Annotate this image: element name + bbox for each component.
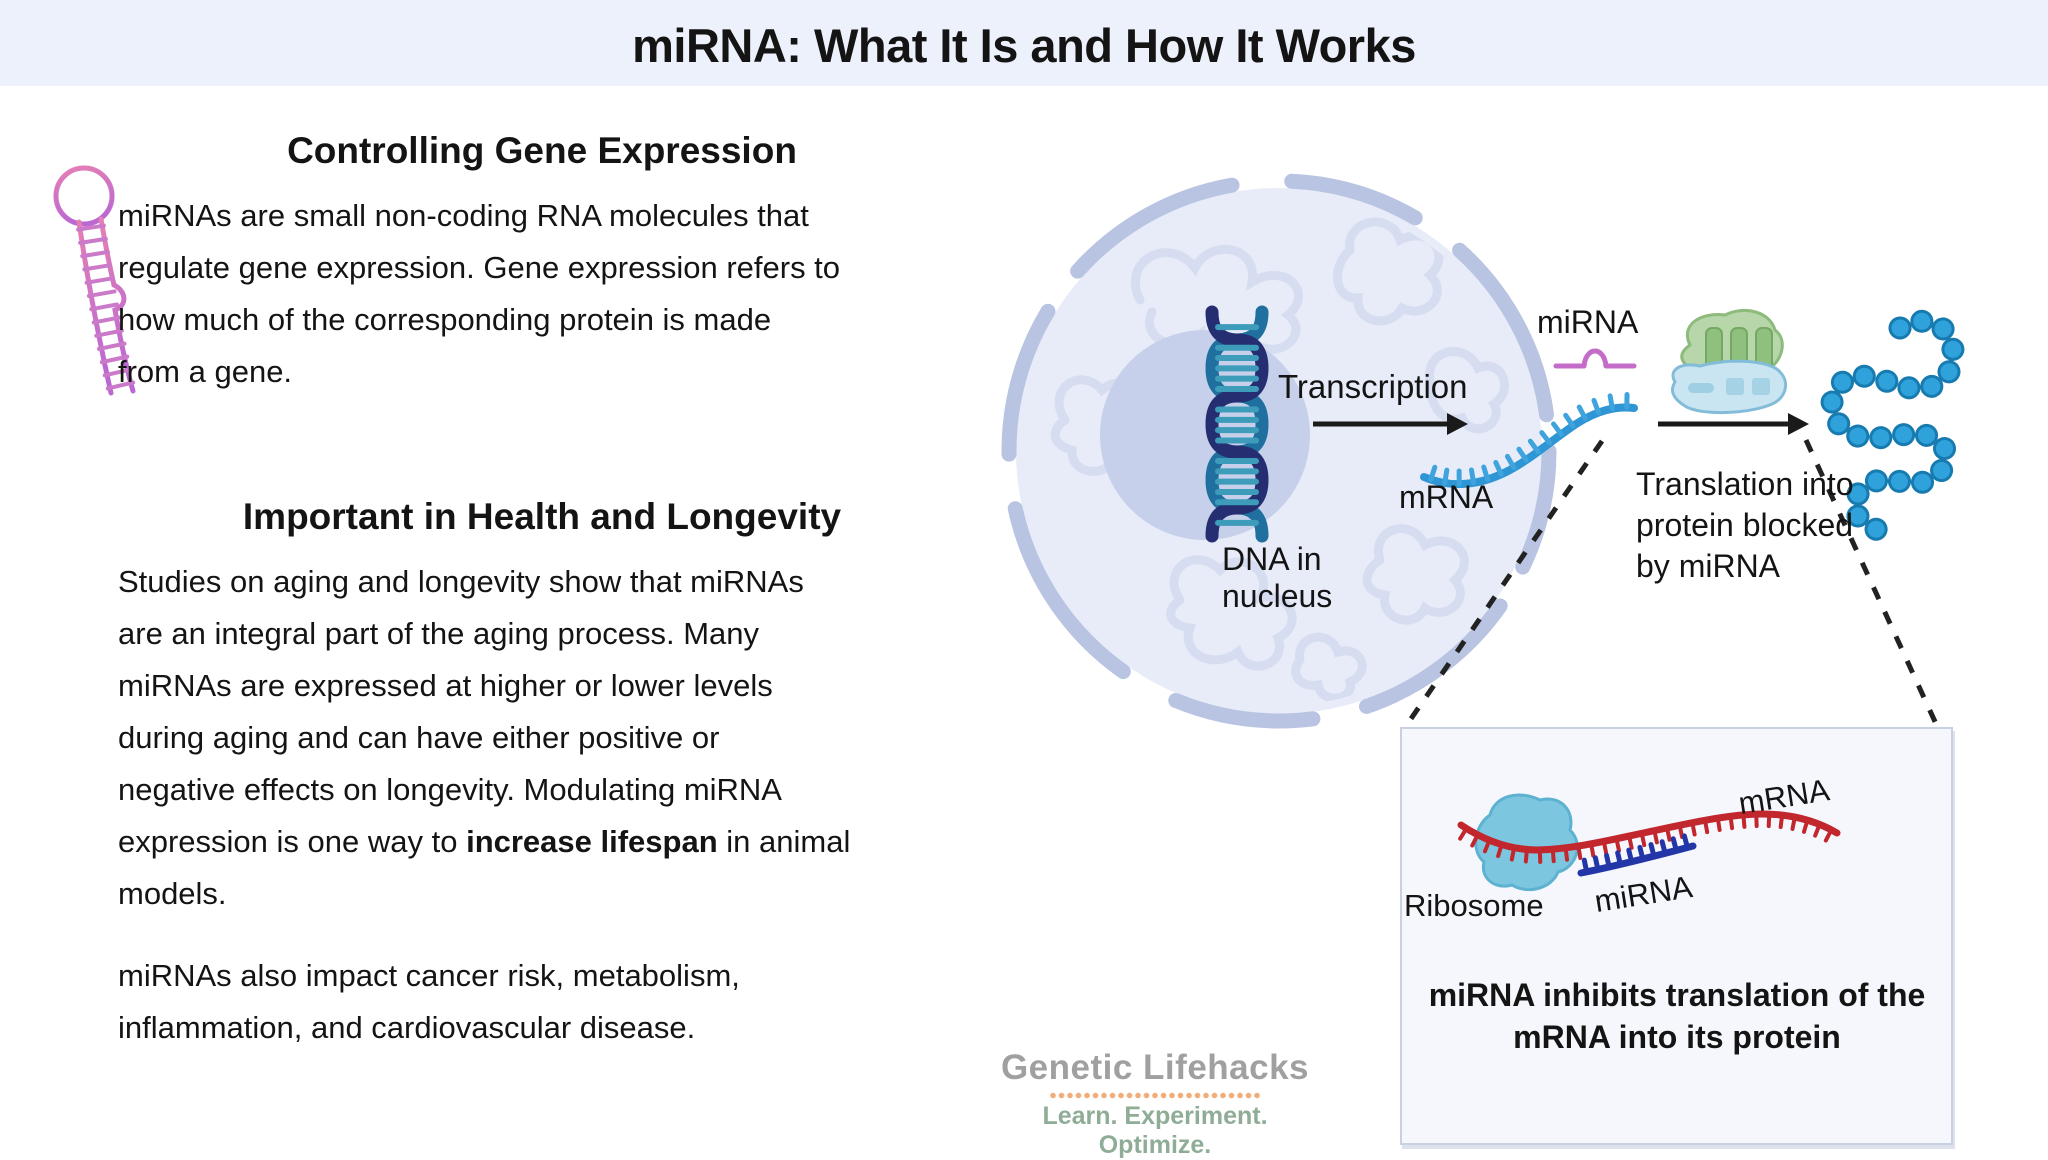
logo-tagline: Learn. Experiment. Optimize. [990, 1102, 1320, 1160]
ribosome-large-subunit [1682, 310, 1783, 377]
cell-body [1016, 188, 1542, 714]
logo-name: Genetic Lifehacks [990, 1048, 1320, 1088]
inset-box [1400, 727, 1953, 1145]
dna-in-nucleus-label: DNA in nucleus [1222, 541, 1397, 615]
section-heading-gene-expression: Controlling Gene Expression [118, 130, 966, 172]
arrowhead [1788, 413, 1809, 435]
comb-tick [1507, 456, 1514, 467]
comb-tick [91, 305, 117, 310]
text-line: miRNAs also impact cancer risk, metaboli… [118, 950, 740, 1002]
text-line: models. [118, 868, 850, 920]
text-line: negative effects on longevity. Modulatin… [118, 764, 850, 816]
nucleolus [1100, 330, 1310, 540]
comb-tick [78, 226, 104, 230]
comb-tick [1496, 462, 1501, 474]
comb-tick [1519, 449, 1526, 460]
mrna-strand [1424, 408, 1634, 485]
mirna-glyph [1556, 351, 1634, 366]
ribosome [1672, 310, 1785, 412]
comb-tick [84, 265, 110, 269]
comb-tick [94, 318, 120, 323]
text-line: how much of the corresponding protein is… [118, 294, 840, 346]
chromatin-squiggles [1055, 222, 1504, 698]
translation-arrow [1658, 413, 1809, 435]
arrowhead [1447, 413, 1468, 435]
comb-tick [1542, 433, 1550, 443]
comb-tick [82, 252, 108, 256]
comb-tick [1566, 415, 1573, 426]
inset-caption: miRNA inhibits translation of the mRNA i… [1412, 974, 1942, 1058]
mrna-label: mRNA [1399, 477, 1493, 518]
page-title: miRNA: What It Is and How It Works [0, 18, 2048, 73]
hairpin-loop [56, 168, 112, 224]
text-line: during aging and can have either positiv… [118, 712, 850, 764]
mirna-label: miRNA [1537, 302, 1638, 343]
ribosome-small-subunit [1672, 361, 1785, 412]
text-line: Studies on aging and longevity show that… [118, 556, 850, 608]
section-heading-health-longevity: Important in Health and Longevity [118, 496, 966, 538]
text-line: miRNAs are expressed at higher or lower … [118, 660, 850, 712]
text-segment: in animal [718, 824, 851, 859]
text-line: from a gene. [118, 346, 840, 398]
dna-helix [1212, 312, 1262, 536]
transcription-arrow [1313, 413, 1468, 435]
text-segment: expression is one way to [118, 824, 466, 859]
text-line: inflammation, and cardiovascular disease… [118, 1002, 740, 1054]
comb-tick [87, 278, 113, 282]
comb-tick [1579, 407, 1585, 418]
mirna-loop [1584, 351, 1606, 366]
text-line: are an integral part of the aging proces… [118, 608, 850, 660]
inset-ribosome-label: Ribosome [1404, 886, 1544, 925]
comb-tick [1530, 441, 1538, 451]
dna-strand-navy [1212, 312, 1262, 536]
comb-tick [80, 239, 106, 243]
paragraph-gene-expression: miRNAs are small non-coding RNA molecule… [118, 190, 840, 398]
translation-blocked-label: Translation into protein blocked by miRN… [1636, 464, 1868, 587]
comb-tick [1594, 400, 1599, 412]
text-line: expression is one way to increase lifesp… [118, 816, 850, 868]
cell-nucleus [1009, 181, 1549, 721]
paragraph-health-longevity: Studies on aging and longevity show that… [118, 556, 850, 920]
nuclear-membrane [1009, 181, 1549, 721]
comb-tick [89, 291, 115, 296]
genetic-lifehacks-logo: Genetic Lifehacks Learn. Experiment. Opt… [990, 1048, 1320, 1160]
text-line: miRNAs are small non-coding RNA molecule… [118, 190, 840, 242]
comb-tick [1610, 396, 1612, 409]
hairpin-rail-left [79, 222, 111, 393]
bold-text-segment: increase lifespan [466, 824, 718, 859]
comb-tick [1554, 424, 1562, 434]
text-line: regulate gene expression. Gene expressio… [118, 242, 840, 294]
dna-strand-teal [1212, 312, 1262, 536]
paragraph-other-impacts: miRNAs also impact cancer risk, metaboli… [118, 950, 740, 1054]
logo-dotted-divider [1049, 1091, 1261, 1100]
transcription-label: Transcription [1278, 366, 1468, 408]
